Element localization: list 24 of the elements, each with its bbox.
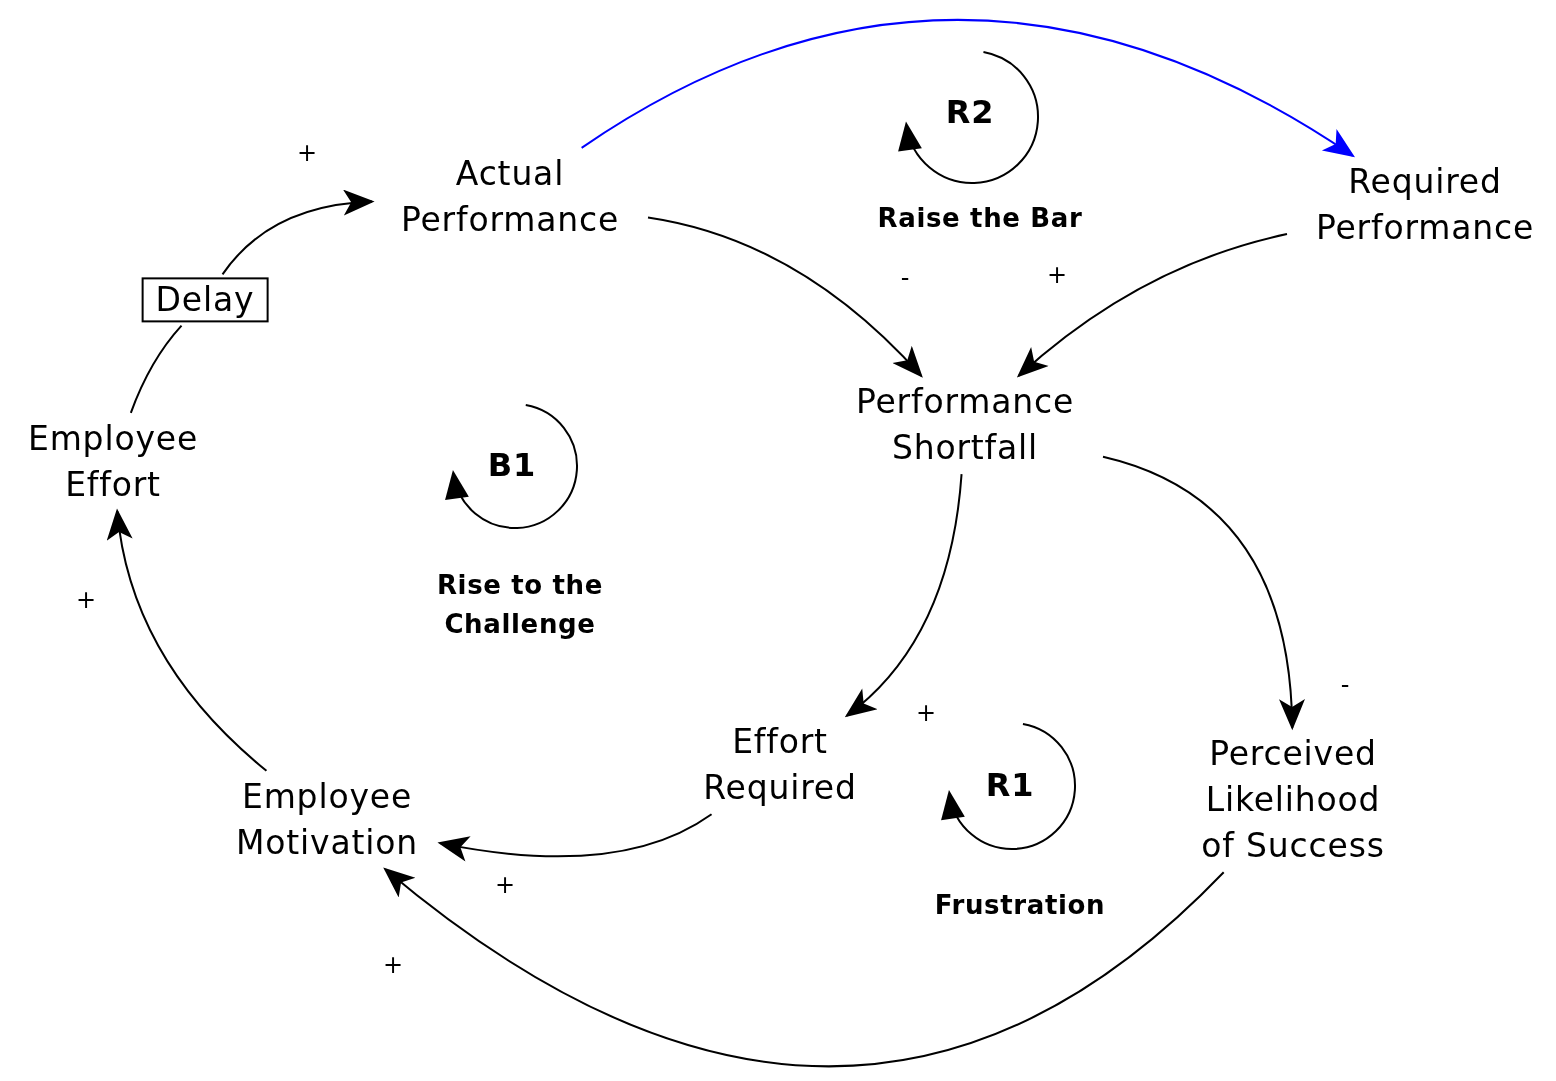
variable-label: Performance Shortfall xyxy=(830,378,1100,472)
arrow xyxy=(1016,233,1288,378)
arrow xyxy=(580,18,1356,158)
variable-label: Required Performance xyxy=(1290,158,1556,252)
loop-name: Rise to the Challenge xyxy=(435,569,605,641)
variable-label: Employee Effort xyxy=(13,415,213,509)
arrow xyxy=(221,190,375,276)
loop-id: B1 xyxy=(487,445,537,486)
loop-id: R2 xyxy=(945,92,995,133)
arrow xyxy=(647,216,923,378)
loop-name: Frustration xyxy=(934,888,1106,922)
arrow xyxy=(844,473,963,718)
delay-box: Delay xyxy=(141,277,269,323)
arrow xyxy=(1102,455,1304,731)
loop-id: R1 xyxy=(985,765,1035,806)
connector-line xyxy=(129,324,183,414)
variable-label: Employee Motivation xyxy=(217,773,437,867)
variable-label: Effort Required xyxy=(680,718,880,812)
arrow xyxy=(437,813,713,862)
variable-label: Actual Performance xyxy=(375,150,645,244)
variable-label: Perceived Likelihood of Success xyxy=(1185,730,1401,870)
arrow xyxy=(383,867,1225,1068)
arrow xyxy=(107,508,268,772)
loop-name: Raise the Bar xyxy=(877,201,1083,235)
